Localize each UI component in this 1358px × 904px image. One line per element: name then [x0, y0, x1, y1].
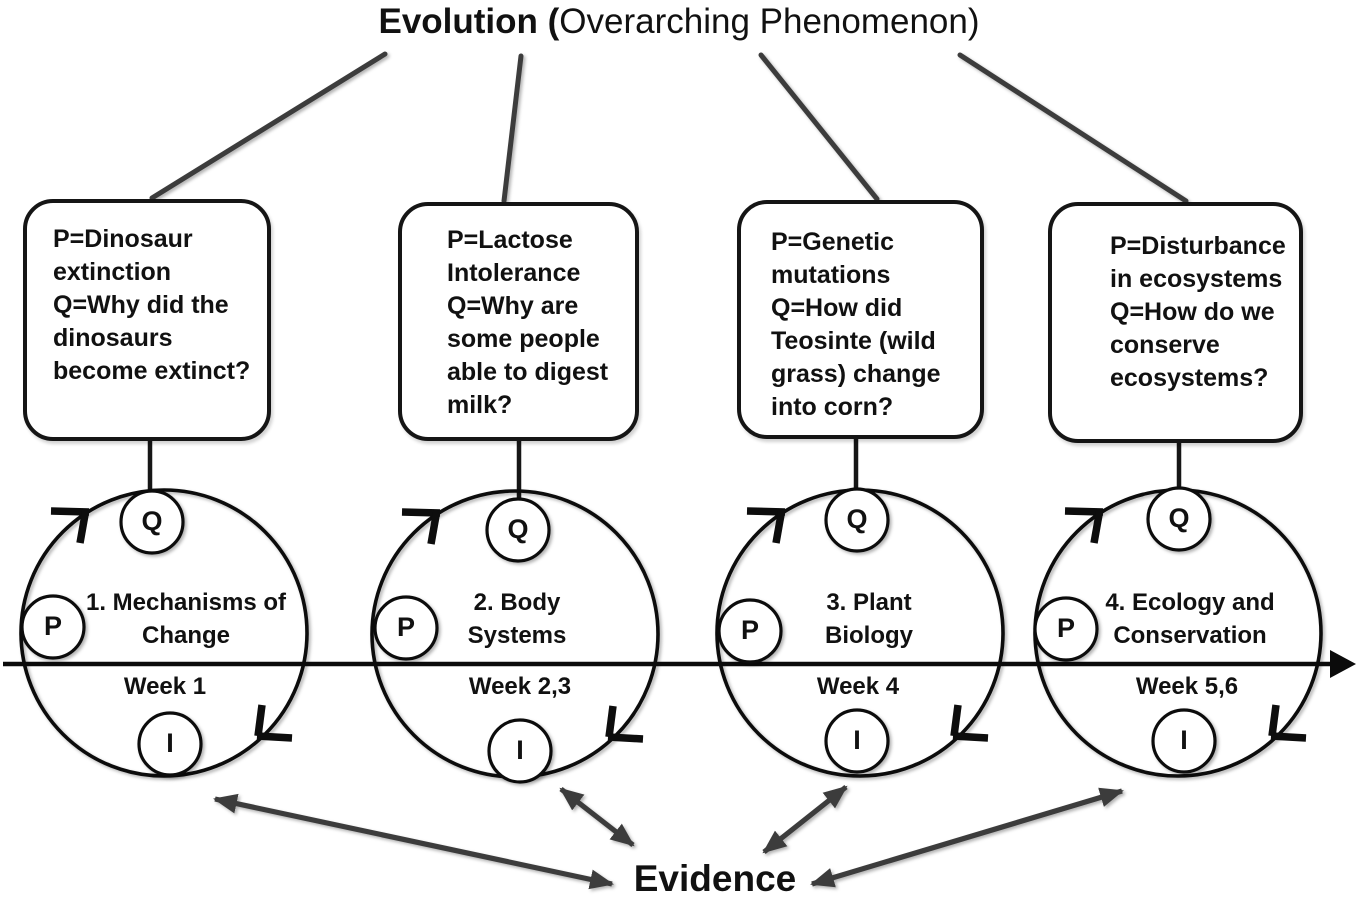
unit-week: Week 2,3 [468, 673, 572, 700]
title-bold-part: Evolution ( [378, 2, 560, 41]
unit-name: 1. Mechanisms of Change [85, 589, 287, 649]
question-text: Q=Why did the dinosaurs become extinct? [53, 291, 251, 385]
question-text: Q=How do we conserve ecosystems? [1110, 298, 1275, 392]
badge-circles [20, 486, 1217, 784]
unit-week: Week 5,6 [1135, 673, 1239, 700]
unit-week: Week 4 [816, 673, 900, 700]
p-badge-label: P [43, 611, 62, 641]
evidence-arrow-unit1 [213, 793, 614, 890]
phenomenon-text: P=Dinosaur extinction [53, 225, 193, 286]
q-badge-label: Q [846, 504, 868, 534]
p-badge-label: P [396, 612, 415, 642]
evidence-arrow-unit3 [762, 784, 848, 855]
phenomenon-text: P=Disturbance in ecosystems [1110, 232, 1286, 293]
question-text: Q=How did Teosinte (wild grass) change i… [771, 294, 941, 421]
unit-name: 2. Body Systems [467, 589, 567, 649]
i-badge-label: I [853, 725, 861, 755]
title-connector-lines [149, 51, 1189, 204]
evidence-link-arrows [213, 784, 1124, 890]
timeline-arrowhead-icon [1330, 650, 1356, 678]
evidence-label: Evidence [633, 858, 797, 899]
evidence-arrow-unit2 [559, 786, 635, 848]
evidence-arrow-unit4 [810, 787, 1124, 888]
page-title: Evolution (Overarching Phenomenon) [0, 2, 1358, 42]
unit-week: Week 1 [123, 673, 207, 700]
phenomenon-text: P=Lactose Intolerance [447, 226, 581, 287]
unit-name: 3. Plant Biology [825, 589, 913, 649]
phenomenon-text: P=Genetic mutations [771, 228, 894, 289]
question-text: Q=Why are some people able to digest mil… [447, 292, 609, 419]
phenomenon-box-2: P=Lactose Intolerance Q=Why are some peo… [398, 202, 639, 441]
phenomenon-box-3: P=Genetic mutations Q=How did Teosinte (… [737, 200, 984, 439]
p-badge-label: P [740, 615, 759, 645]
phenomenon-box-4: P=Disturbance in ecosystems Q=How do we … [1048, 202, 1303, 443]
box-to-circle-stubs [147, 439, 1182, 501]
p-badge-label: P [1056, 613, 1075, 643]
q-badge-label: Q [507, 514, 529, 544]
q-badge-label: Q [141, 506, 163, 536]
unit-name: 4. Ecology and Conservation [1105, 589, 1275, 649]
title-regular-part: Overarching Phenomenon) [559, 2, 980, 41]
phenomenon-box-1: P=Dinosaur extinction Q=Why did the dino… [23, 199, 271, 441]
i-badge-label: I [1180, 725, 1188, 755]
timeline-axis [3, 650, 1356, 678]
i-badge-label: I [166, 728, 174, 758]
q-badge-label: Q [1168, 503, 1190, 533]
i-badge-label: I [516, 735, 524, 765]
